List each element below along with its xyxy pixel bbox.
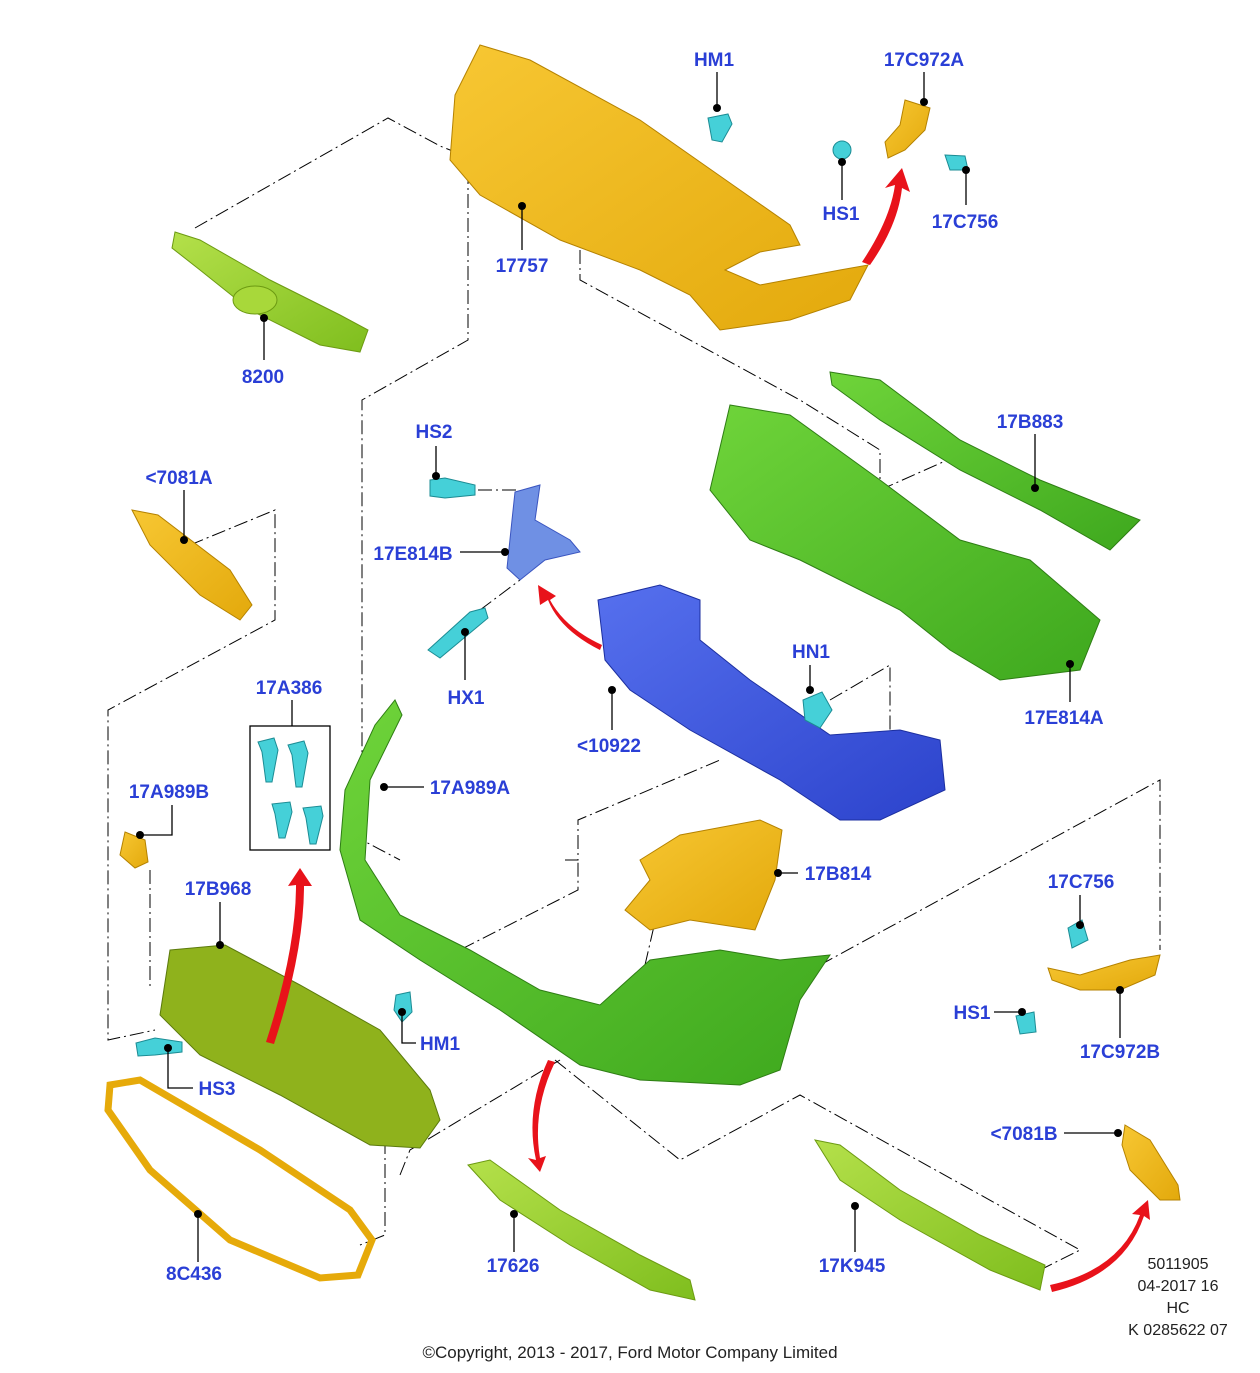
part-7081a bbox=[131, 509, 253, 621]
part-8c436-seal bbox=[104, 1076, 376, 1282]
copyright-notice: ©Copyright, 2013 - 2017, Ford Motor Comp… bbox=[422, 1343, 838, 1362]
reference-code: HC bbox=[1166, 1300, 1190, 1317]
callout-17626[interactable]: 17626 bbox=[487, 1256, 540, 1277]
part-7081b bbox=[1121, 1124, 1181, 1201]
fastener-hs3 bbox=[135, 1037, 183, 1057]
assembly-arrows bbox=[266, 168, 1150, 1292]
part-17626-strip bbox=[467, 1159, 696, 1301]
part-17e814b-bracket bbox=[506, 484, 581, 581]
callout-hs1-bot[interactable]: HS1 bbox=[954, 1003, 991, 1024]
part-17b814-bracket bbox=[624, 819, 783, 931]
arrow-17a386 bbox=[266, 868, 312, 1044]
callout-17a989b[interactable]: 17A989B bbox=[129, 782, 209, 803]
assembly-lines bbox=[107, 117, 1161, 1271]
callout-17a386[interactable]: 17A386 bbox=[256, 678, 323, 699]
leader-lines bbox=[136, 72, 1124, 1262]
17a386-kit-box bbox=[249, 725, 331, 851]
callout-17b883[interactable]: 17B883 bbox=[997, 412, 1064, 433]
callout-hs2[interactable]: HS2 bbox=[416, 422, 453, 443]
part-17c972a-bracket bbox=[884, 99, 931, 159]
callout-17c972a[interactable]: 17C972A bbox=[884, 50, 965, 71]
arrow-7081b bbox=[1050, 1200, 1150, 1292]
part-17c972b-bracket bbox=[1047, 954, 1161, 991]
callout-17e814b[interactable]: 17E814B bbox=[373, 544, 452, 565]
reference-number: 5011905 bbox=[1147, 1256, 1209, 1273]
callout-17b968[interactable]: 17B968 bbox=[185, 879, 252, 900]
part-17k945-strip bbox=[813, 1139, 1046, 1291]
callout-17c756-top[interactable]: 17C756 bbox=[932, 212, 999, 233]
arrow-17626 bbox=[528, 1060, 555, 1172]
arrow-17e814b bbox=[538, 585, 602, 650]
callout-hx1[interactable]: HX1 bbox=[448, 688, 485, 709]
part-17a989a-lower-cover bbox=[339, 699, 832, 1086]
fastener-hm1-bot bbox=[393, 991, 413, 1023]
reference-date: 04-2017 16 bbox=[1137, 1278, 1219, 1295]
callout-7081b[interactable]: <7081B bbox=[990, 1124, 1057, 1145]
part-17b883-strip bbox=[829, 371, 1141, 551]
fastener-hx1 bbox=[427, 607, 489, 659]
part-8200-emblem-boss bbox=[232, 285, 278, 315]
part-10922-impact-beam bbox=[597, 584, 946, 821]
diagram-reference-block: 5011905 04-2017 16 HC K 0285622 07 bbox=[1118, 1254, 1238, 1342]
fastener-hn1 bbox=[802, 691, 833, 729]
callout-hm1-top[interactable]: HM1 bbox=[694, 50, 735, 71]
part-17e814a-carrier bbox=[709, 404, 1101, 681]
callout-hn1[interactable]: HN1 bbox=[792, 642, 830, 663]
callout-17k945[interactable]: 17K945 bbox=[819, 1256, 886, 1277]
callout-8200[interactable]: 8200 bbox=[242, 367, 284, 388]
17a386-screws bbox=[257, 737, 324, 845]
callout-17b814[interactable]: 17B814 bbox=[805, 864, 872, 885]
fastener-hs1-bot bbox=[1015, 1011, 1037, 1035]
callout-7081a[interactable]: <7081A bbox=[145, 468, 212, 489]
callout-10922[interactable]: <10922 bbox=[577, 736, 641, 757]
fasteners bbox=[135, 113, 1089, 1057]
arrow-17c972a bbox=[862, 168, 910, 265]
callout-17c756-bot[interactable]: 17C756 bbox=[1048, 872, 1115, 893]
callout-hs3[interactable]: HS3 bbox=[199, 1079, 236, 1100]
callout-hm1-bot[interactable]: HM1 bbox=[420, 1034, 461, 1055]
part-17a989b bbox=[119, 831, 149, 869]
reference-id: K 0285622 07 bbox=[1128, 1322, 1228, 1339]
callout-17757[interactable]: 17757 bbox=[496, 256, 549, 277]
callout-hs1-top[interactable]: HS1 bbox=[823, 204, 860, 225]
callout-labels: HM1 17C972A HS1 17C756 17757 8200 17B883… bbox=[129, 50, 1160, 1285]
callout-8c436[interactable]: 8C436 bbox=[166, 1264, 222, 1285]
callout-17c972b[interactable]: 17C972B bbox=[1080, 1042, 1160, 1063]
fastener-hm1-top bbox=[707, 113, 733, 143]
callout-17e814a[interactable]: 17E814A bbox=[1024, 708, 1104, 729]
callout-17a989a[interactable]: 17A989A bbox=[430, 778, 511, 799]
fastener-hs1-top bbox=[832, 140, 852, 160]
part-17757-bumper-cover bbox=[449, 44, 869, 331]
fastener-hs2 bbox=[429, 477, 476, 499]
